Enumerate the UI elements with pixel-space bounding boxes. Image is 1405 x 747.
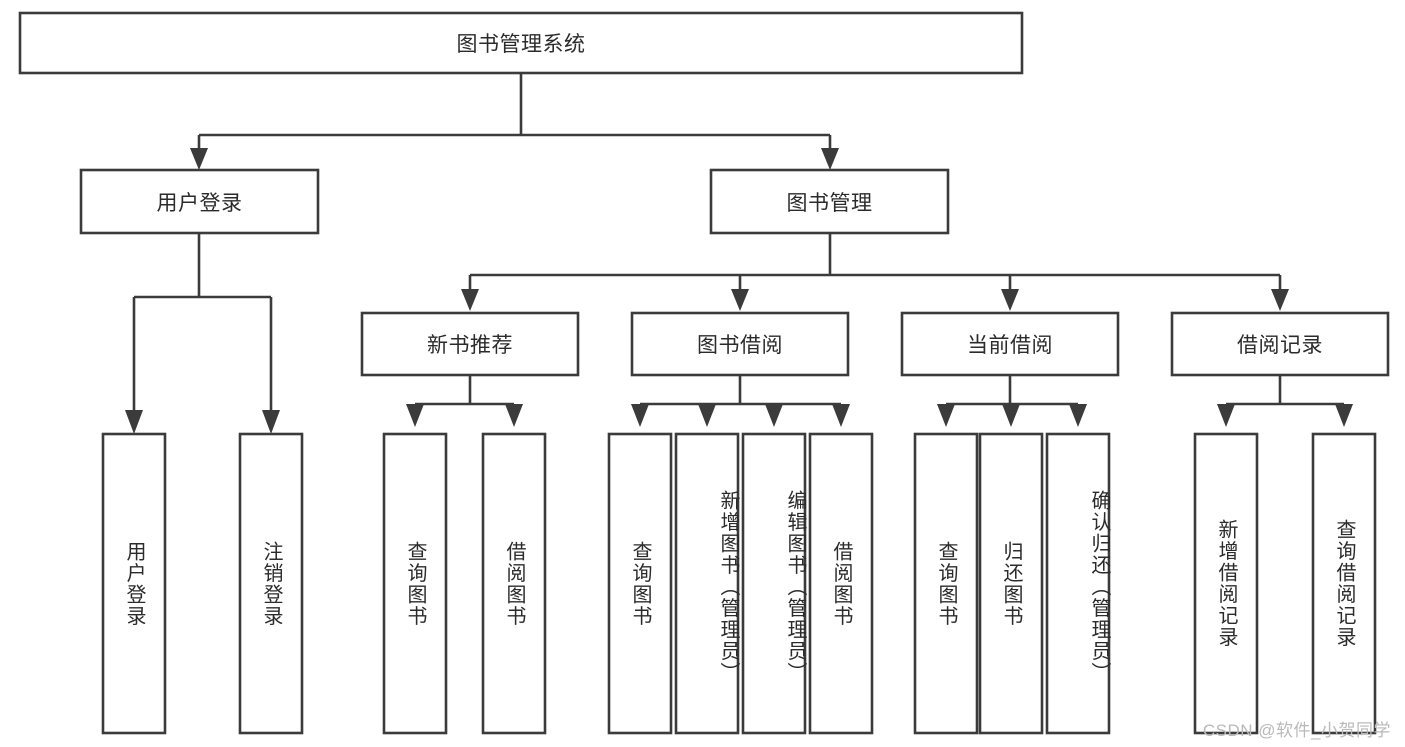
node-box-book-manage[interactable]: [709, 168, 950, 235]
arrowhead-to-current-borrow: [1001, 289, 1019, 311]
node-box-leaf-add-book[interactable]: [674, 432, 740, 735]
node-box-borrow-record[interactable]: [1170, 311, 1390, 377]
node-box-leaf-edit-book[interactable]: [741, 432, 807, 735]
arrowhead-to-leaf-user-login: [125, 410, 143, 434]
arrowhead-to-new-book-recommend: [461, 289, 479, 311]
arrowhead-to-leaf-query-record: [1335, 404, 1353, 427]
arrowhead-to-leaf-borrow-book-2: [832, 404, 850, 427]
node-box-user-login[interactable]: [79, 168, 320, 235]
node-box-leaf-query-record[interactable]: [1311, 432, 1377, 735]
arrowhead-to-leaf-query-book-2: [631, 404, 649, 427]
arrowhead-to-leaf-logout-login: [262, 410, 280, 434]
arrowhead-to-leaf-borrow-book-1: [505, 404, 523, 427]
node-box-current-borrow[interactable]: [900, 311, 1120, 377]
node-box-leaf-return-book[interactable]: [978, 432, 1044, 735]
node-box-leaf-logout-login[interactable]: [238, 432, 304, 735]
node-box-new-book-recommend[interactable]: [360, 311, 580, 377]
arrowhead-to-book-borrow: [731, 289, 749, 311]
node-box-root[interactable]: [18, 11, 1024, 75]
arrowhead-to-leaf-return-book: [1002, 404, 1020, 427]
arrowhead-to-leaf-add-book: [698, 404, 716, 427]
arrowhead-to-leaf-add-record: [1217, 404, 1235, 427]
node-boxes: [18, 11, 1390, 735]
arrow-heads: [125, 148, 1353, 434]
arrowhead-to-leaf-query-book-1: [406, 404, 424, 427]
arrowhead-to-borrow-record: [1271, 289, 1289, 311]
arrowhead-to-leaf-confirm-return: [1069, 404, 1087, 427]
node-box-leaf-confirm-return[interactable]: [1045, 432, 1111, 735]
node-box-leaf-query-book-3[interactable]: [913, 432, 979, 735]
watermark-text: CSDN @软件_小贺同学: [1202, 721, 1391, 740]
arrowhead-to-book-manage: [821, 148, 839, 170]
node-box-book-borrow[interactable]: [630, 311, 850, 377]
arrowhead-to-user-login: [190, 148, 208, 170]
node-box-leaf-borrow-book-2[interactable]: [808, 432, 874, 735]
node-box-leaf-query-book-2[interactable]: [607, 432, 673, 735]
node-box-leaf-add-record[interactable]: [1193, 432, 1259, 735]
node-box-leaf-query-book-1[interactable]: [382, 432, 448, 735]
arrowhead-to-leaf-edit-book: [765, 404, 783, 427]
arrowhead-to-leaf-query-book-3: [937, 404, 955, 427]
node-box-leaf-borrow-book-1[interactable]: [481, 432, 547, 735]
node-box-leaf-user-login[interactable]: [101, 432, 167, 735]
